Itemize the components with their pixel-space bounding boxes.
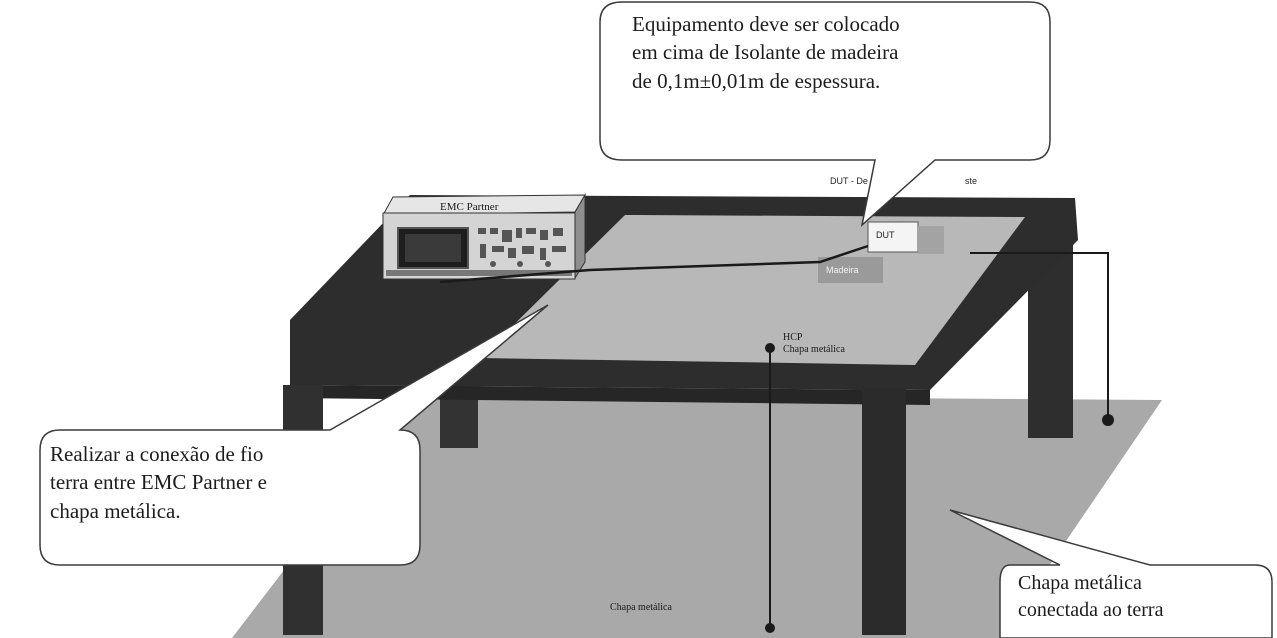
dut-box-label: DUT	[876, 230, 895, 240]
floor-chapa-label: Chapa metálica	[610, 602, 672, 613]
callout-top-text: Equipamento deve ser colocado em cima de…	[632, 10, 900, 95]
callout-left-line-3: chapa metálica.	[50, 498, 181, 523]
right-ground-dot	[1102, 414, 1114, 426]
callout-left-line-1: Realizar a conexão de fio	[50, 442, 264, 466]
emc-partner-label: EMC Partner	[440, 201, 499, 213]
callout-top-line-3: de 0,1m±0,01m de espessura.	[632, 68, 881, 93]
callout-top-bubble	[599, 1, 1051, 228]
dut-box	[867, 221, 919, 253]
madeira-isolator	[818, 257, 883, 283]
right-ground-wire	[970, 252, 1109, 420]
dut-header-label-tail: ste	[965, 176, 977, 186]
hcp-label: HCP	[783, 332, 803, 343]
callout-bottom-right-bubble	[949, 509, 1273, 638]
hcp-ground-dot-bottom	[765, 623, 775, 633]
madeira-label: Madeira	[826, 265, 859, 275]
hcp-ground-dot-top	[765, 343, 775, 353]
callout-left-line-2: terra entre EMC Partner e	[50, 470, 267, 495]
callout-top-line-1: Equipamento deve ser colocado	[632, 12, 900, 36]
dut-header-label: DUT - De	[830, 176, 868, 186]
callout-bottom-right-line-2: conectada ao terra	[1018, 599, 1164, 621]
emc-partner-panel	[478, 228, 566, 267]
table-leg-front-right	[862, 388, 906, 635]
emc-partner-device: EMC Partner	[382, 193, 586, 280]
floor-metal-plate	[232, 395, 1162, 638]
callout-top-line-2: em cima de Isolante de madeira	[632, 40, 899, 65]
callout-left-text: Realizar a conexão de fio terra entre EM…	[50, 440, 267, 525]
hcp-chapa-label: Chapa metálica	[783, 344, 845, 355]
callout-bottom-right-line-1: Chapa metálica	[1018, 572, 1142, 594]
callout-bottom-right-text: Chapa metálica conectada ao terra	[1018, 570, 1163, 624]
signal-cable	[439, 244, 869, 284]
callout-left-bubble	[39, 304, 549, 566]
